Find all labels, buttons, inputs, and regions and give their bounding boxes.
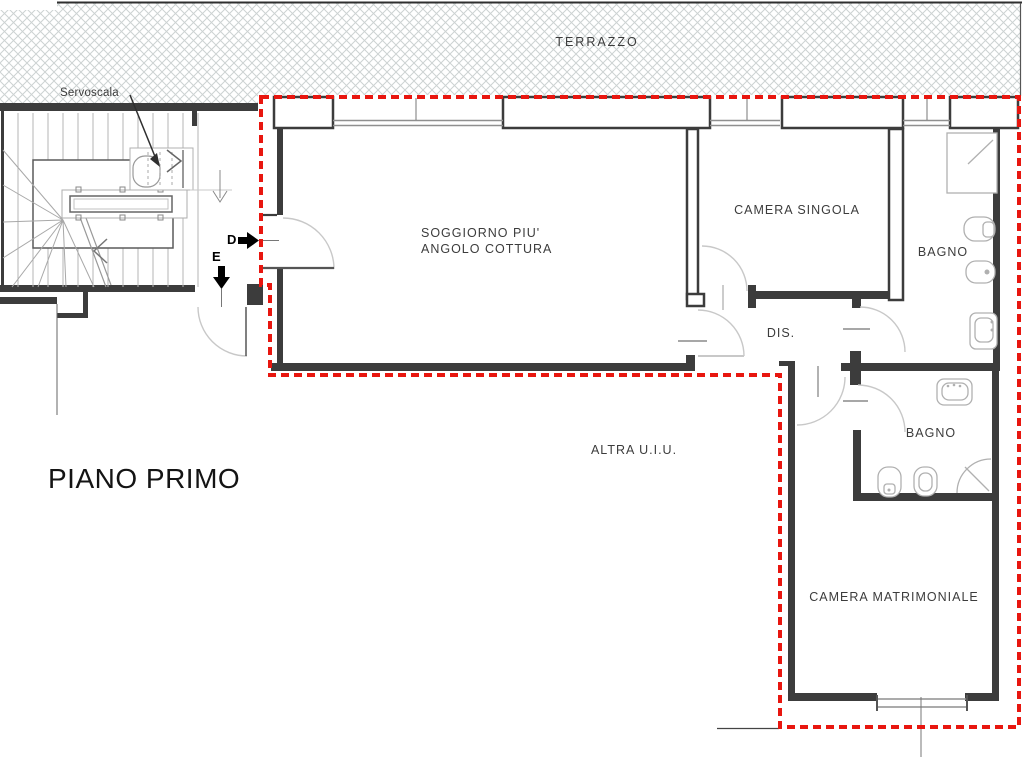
stair-direction-arrow — [190, 170, 232, 203]
bathroom-top-label: BAGNO — [917, 245, 969, 259]
walls — [0, 103, 1000, 701]
terrace-hatch — [0, 1, 1022, 103]
windows — [333, 119, 968, 711]
living-hall-door-arc — [697, 309, 745, 357]
landing-door-arc — [197, 306, 248, 357]
stairlift-leader-arrow — [129, 94, 160, 167]
living-room-label-line1: SOGGIORNO PIU' — [421, 226, 541, 240]
shower-fixture — [946, 132, 998, 194]
stairlift-rail — [61, 186, 188, 221]
section-marker-d: D — [227, 232, 237, 247]
thresholds — [678, 328, 870, 402]
bathroom-bottom-label: BAGNO — [905, 426, 957, 440]
bathroom-top-fixtures — [946, 132, 998, 350]
door-arcs — [197, 217, 906, 433]
corridor-door-arc — [796, 376, 846, 426]
other-unit-label: ALTRA U.I.U. — [590, 443, 678, 457]
chevron-right-icon — [166, 149, 183, 173]
bidet-fixture — [965, 260, 996, 284]
staircase — [2, 113, 232, 288]
section-d-arrow-icon — [238, 232, 279, 249]
stair-handrail — [77, 209, 112, 288]
section-e-arrow-icon — [213, 266, 230, 307]
living-room-label-line2: ANGOLO COTTURA — [421, 242, 553, 256]
terrace-label: TERRAZZO — [555, 35, 639, 49]
floor-title: PIANO PRIMO — [48, 463, 241, 494]
door-leaves — [245, 213, 819, 397]
stairlift-label: Servoscala — [60, 87, 119, 99]
stairlift-platform — [129, 147, 194, 191]
single-bedroom-label: CAMERA SINGOLA — [734, 203, 860, 217]
corner-shower-fixture — [956, 458, 992, 494]
double-bedroom-label: CAMERA MATRIMONIALE — [809, 590, 979, 604]
living-room-label: SOGGIORNO PIU' ANGOLO COTTURA — [421, 225, 552, 257]
entrance-door-arc — [282, 217, 335, 270]
wall-piers — [272, 95, 1020, 308]
unit-boundary-outline — [259, 95, 1021, 729]
bathroom-bottom-fixtures — [877, 378, 992, 498]
hallway-label: DIS. — [766, 326, 796, 340]
bathroom-top-door-arc — [859, 306, 906, 353]
section-marker-e: E — [212, 249, 221, 264]
bidet-fixture — [877, 466, 902, 498]
winder-steps — [2, 149, 95, 288]
bathroom-bottom-door-arc — [857, 384, 906, 433]
single-bedroom-door-arc — [701, 245, 748, 292]
